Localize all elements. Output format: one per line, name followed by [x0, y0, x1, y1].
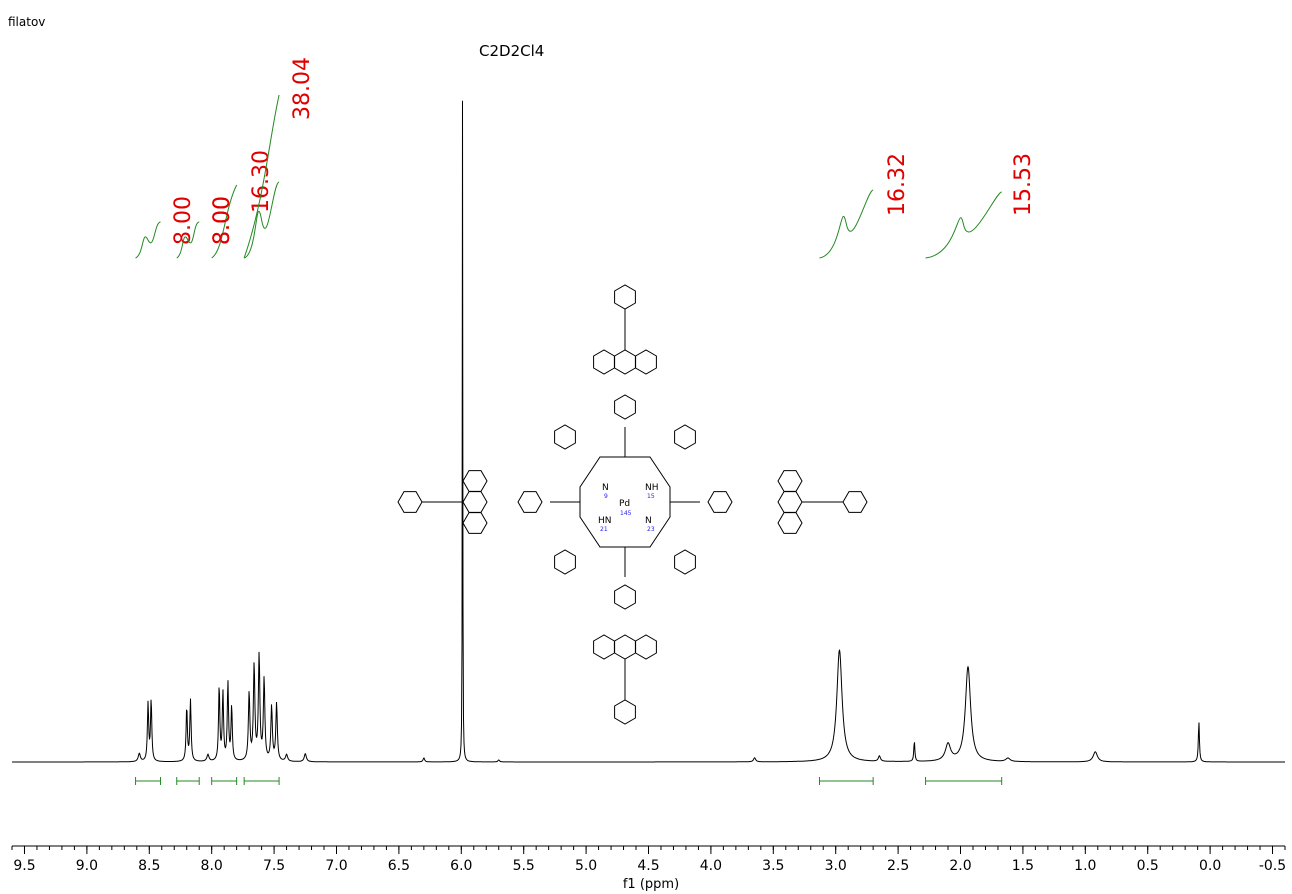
integral-curve [243, 94, 280, 259]
x-axis: 9.5 9.0 8.5 8.0 7.5 7.0 6.5 6.0 5.5 5.0 4.5 4.0 3.5 3… [11, 845, 1286, 874]
integral-curve [243, 181, 280, 259]
anthracene-ring [777, 512, 803, 534]
integral-curve [819, 189, 874, 259]
x-tick-label: 2.0 [949, 858, 971, 874]
phenyl-ring [707, 491, 733, 513]
metal-label: Pd [619, 499, 630, 509]
x-tick-label: 3.5 [762, 858, 784, 874]
nitrogen-label: HN [598, 516, 612, 526]
anthracene-ring [462, 470, 488, 492]
x-tick-label: 0.0 [1199, 858, 1221, 874]
integral-label: 38.04 [290, 57, 315, 120]
anthracene-ring [635, 634, 657, 660]
fused-ring [554, 424, 576, 450]
x-tick-label: 7.0 [325, 858, 347, 874]
x-axis-label: f1 (ppm) [623, 877, 679, 892]
phenyl-ring [614, 394, 636, 420]
nitrogen-label: N [602, 483, 609, 493]
integral-label: 16.32 [885, 153, 910, 216]
anthracene-ring [777, 491, 803, 513]
x-tick-label: 3.0 [825, 858, 847, 874]
porphyrin-core [579, 456, 671, 548]
x-tick-label: 1.5 [1012, 858, 1034, 874]
x-tick-label: 2.5 [887, 858, 909, 874]
fused-ring [674, 424, 696, 450]
phenyl-ring [517, 491, 543, 513]
user-label: filatov [8, 15, 45, 29]
integral-label: 8.00 [210, 196, 235, 245]
x-tick-label: 4.5 [637, 858, 659, 874]
phenyl-ring [397, 491, 423, 513]
x-tick-label: 6.5 [388, 858, 410, 874]
fused-ring [554, 549, 576, 575]
phenyl-ring [614, 584, 636, 610]
anthracene-ring [593, 349, 615, 375]
x-tick-label: 9.5 [13, 858, 35, 874]
nitrogen-number: 21 [600, 526, 608, 533]
x-tick-label: 5.0 [575, 858, 597, 874]
integral-label: 8.00 [171, 196, 196, 245]
nitrogen-number: 9 [604, 493, 608, 500]
metal-number: 145 [620, 510, 632, 517]
phenyl-ring [614, 284, 636, 310]
integral-curve [925, 191, 1002, 259]
fused-ring [674, 549, 696, 575]
nitrogen-number: 15 [647, 493, 655, 500]
phenyl-ring [842, 491, 868, 513]
x-tick-label: 6.0 [450, 858, 472, 874]
anthracene-ring [614, 634, 636, 660]
nitrogen-label: NH [645, 483, 659, 493]
x-tick-label: 5.5 [513, 858, 535, 874]
integral-curve [135, 221, 161, 259]
x-tick-label: 8.0 [201, 858, 223, 874]
nitrogen-label: N [645, 516, 652, 526]
anthracene-ring [635, 349, 657, 375]
x-tick-label: 8.5 [138, 858, 160, 874]
integral-curve [176, 221, 200, 259]
spectrum-line [12, 100, 1285, 763]
x-tick-label: 4.0 [700, 858, 722, 874]
integral-label: 8.00 [210, 196, 235, 245]
anthracene-ring [614, 349, 636, 375]
anthracene-ring [462, 491, 488, 513]
x-tick-label: 9.0 [76, 858, 98, 874]
solvent-label: C2D2Cl4 [479, 42, 544, 60]
integral-label: 16.30 [249, 150, 274, 213]
spectrum-trace-layer [12, 100, 1285, 763]
integral-curve [211, 184, 238, 259]
x-tick-label: 0.5 [1137, 858, 1159, 874]
integral-label: 15.53 [1011, 153, 1036, 216]
x-tick-label: 7.5 [263, 858, 285, 874]
x-tick-label: -0.5 [1259, 858, 1286, 874]
nitrogen-number: 23 [647, 526, 655, 533]
anthracene-ring [593, 634, 615, 660]
anthracene-ring [777, 470, 803, 492]
x-tick-label: 1.0 [1074, 858, 1096, 874]
anthracene-ring [462, 512, 488, 534]
phenyl-ring [614, 699, 636, 725]
